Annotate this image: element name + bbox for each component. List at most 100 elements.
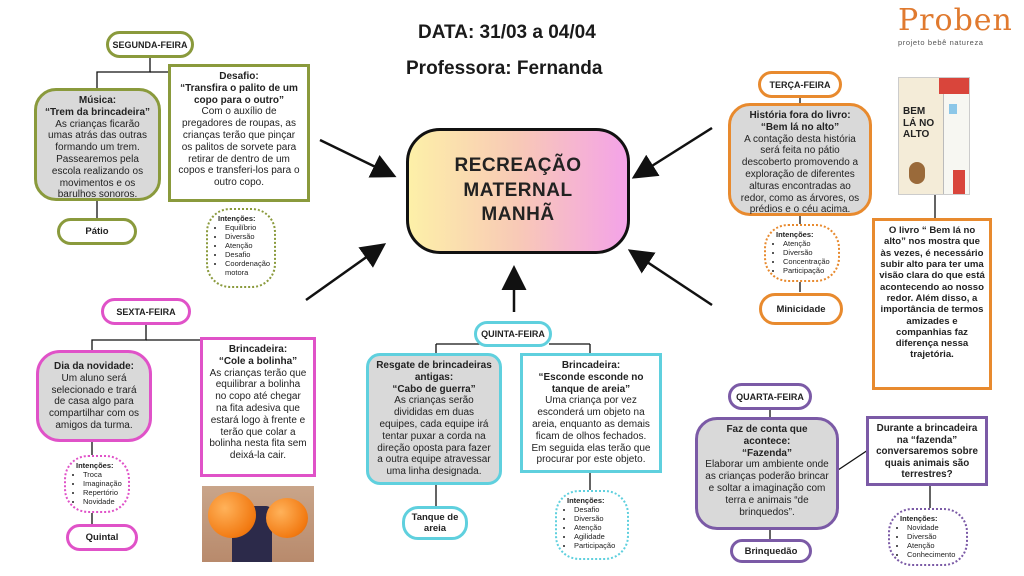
teacher-title: Professora: Fernanda <box>406 58 603 79</box>
intentions-title: Intenções: <box>776 230 814 239</box>
book-door <box>953 170 965 194</box>
intentions-title: Intenções: <box>218 214 256 223</box>
ball-game-title: Brincadeira: <box>228 344 288 355</box>
ball-shape-2 <box>266 498 308 538</box>
intention-item: Atenção <box>907 541 962 550</box>
intention-item: Desafio <box>225 250 270 259</box>
intention-item: Diversão <box>225 232 270 241</box>
intention-item: Diversão <box>574 514 623 523</box>
hide-game-name: “Esconde esconde no tanque de areia” <box>538 371 644 395</box>
segunda-music-card: Música: “Trem da brincadeira” As criança… <box>34 88 161 201</box>
hide-game-title: Brincadeira: <box>561 360 621 371</box>
intention-item: Novidade <box>83 497 124 506</box>
intentions-title: Intenções: <box>76 461 114 470</box>
news-title: Dia da novidade: <box>53 361 134 372</box>
intention-item: Novidade <box>907 523 962 532</box>
ball-game-photo <box>202 486 314 562</box>
intentions-terca: Intenções: Atenção Diversão Concentração… <box>764 224 840 282</box>
arrow-from-sexta <box>305 243 387 302</box>
logo-text: Proben <box>898 3 1013 38</box>
intention-item: Equilíbrio <box>225 223 270 232</box>
date-title: DATA: 31/03 a 04/04 <box>418 22 596 43</box>
day-label-terca: TERÇA-FEIRA <box>758 71 842 98</box>
intention-item: Conhecimento <box>907 550 962 559</box>
sexta-news-card: Dia da novidade: Um aluno será seleciona… <box>36 350 152 442</box>
book-title: BEM LÁ NO ALTO <box>903 106 935 140</box>
book-bear <box>909 162 925 184</box>
day-label-quarta: QUARTA-FEIRA <box>728 383 812 410</box>
connector-segunda <box>96 48 151 90</box>
intention-item: Desafio <box>574 505 623 514</box>
place-segunda: Pátio <box>57 218 137 245</box>
intentions-sexta: Intenções: Troca Imaginação Repertório N… <box>64 455 130 513</box>
story-name: “Bem lá no alto” <box>760 121 840 133</box>
intention-item: Atenção <box>574 523 623 532</box>
book-roof <box>939 78 969 94</box>
story-text: A contação desta história será feita no … <box>740 133 860 216</box>
intention-item: Imaginação <box>83 479 124 488</box>
rescue-name: “Cabo de guerra” <box>392 383 476 395</box>
book-note-text: O livro “ Bem lá no alto” nos mostra que… <box>879 225 985 361</box>
intention-item: Participação <box>783 266 834 275</box>
intention-item: Concentração <box>783 257 834 266</box>
arrow-from-terca <box>631 126 713 179</box>
ball-shape <box>208 492 256 538</box>
book-window <box>949 104 957 114</box>
arrow-from-segunda <box>319 138 397 178</box>
intention-item: Repertório <box>83 488 124 497</box>
story-title: História fora do livro: <box>749 110 851 121</box>
challenge-name: “Transfira o palito de um copo para o ou… <box>180 82 298 106</box>
intentions-quinta: Intenções: Desafio Diversão Atenção Agil… <box>555 490 629 560</box>
place-terca: Minicidade <box>759 293 843 325</box>
terca-book-note: O livro “ Bem lá no alto” nos mostra que… <box>872 218 992 390</box>
sexta-game-card: Brincadeira: “Cole a bolinha” As criança… <box>200 337 316 477</box>
intention-item: Coordenação motora <box>225 259 270 277</box>
intentions-quarta: Intenções: Novidade Diversão Atenção Con… <box>888 508 968 566</box>
quinta-game-card: Brincadeira: “Esconde esconde no tanque … <box>520 353 662 473</box>
arrow-from-quarta <box>627 249 713 307</box>
rescue-title: Resgate de brincadeiras antigas: <box>376 360 492 383</box>
ball-game-text: As crianças terão que equilibrar a bolin… <box>209 367 307 462</box>
day-label-segunda: SEGUNDA-FEIRA <box>106 31 194 58</box>
challenge-title: Desafio: <box>219 71 259 82</box>
farm-text: Elaborar um ambiente onde as crianças po… <box>705 459 829 518</box>
rescue-text: As crianças serão divididas em duas equi… <box>377 395 491 478</box>
logo: Proben projeto bebê natureza <box>898 4 1014 52</box>
quinta-rescue-card: Resgate de brincadeiras antigas: “Cabo d… <box>366 353 502 485</box>
music-name: “Trem da brincadeira” <box>44 106 151 118</box>
ball-game-name: “Cole a bolinha” <box>218 355 298 367</box>
place-quinta: Tanque de areia <box>402 506 468 540</box>
news-text: Um aluno será selecionado e trará de cas… <box>48 372 140 431</box>
center-theme: RECREAÇÃO MATERNAL MANHÃ <box>406 128 630 254</box>
question-text: Durante a brincadeira na “fazenda” conve… <box>876 423 978 481</box>
challenge-text: Com o auxílio de pregadores de roupas, a… <box>178 106 300 189</box>
logo-tagline: projeto bebê natureza <box>898 38 984 47</box>
intention-item: Participação <box>574 541 623 550</box>
book-cover-image: BEM LÁ NO ALTO <box>898 77 970 195</box>
intention-item: Diversão <box>907 532 962 541</box>
center-line-3: MANHÃ <box>481 204 555 226</box>
music-text: As crianças ficarão umas atrás das outra… <box>48 118 147 201</box>
farm-name: “Fazenda” <box>741 447 792 459</box>
center-line-2: MATERNAL <box>463 179 573 201</box>
quarta-farm-card: Faz de conta que acontece: “Fazenda” Ela… <box>695 417 839 530</box>
intention-item: Agilidade <box>574 532 623 541</box>
place-quarta: Brinquedão <box>730 539 812 563</box>
day-label-quinta: QUINTA-FEIRA <box>474 321 552 347</box>
intention-item: Atenção <box>225 241 270 250</box>
place-sexta: Quintal <box>66 524 138 551</box>
intentions-segunda: Intenções: Equilíbrio Diversão Atenção D… <box>206 208 276 288</box>
music-title: Música: <box>78 95 117 106</box>
quarta-question-card: Durante a brincadeira na “fazenda” conve… <box>866 416 988 486</box>
center-line-1: RECREAÇÃO <box>454 154 582 176</box>
farm-title: Faz de conta que acontece: <box>726 424 808 447</box>
hide-game-text: Uma criança por vez esconderá um objeto … <box>531 395 651 466</box>
day-label-sexta: SEXTA-FEIRA <box>101 298 191 325</box>
intention-item: Troca <box>83 470 124 479</box>
terca-story-card: História fora do livro: “Bem lá no alto”… <box>728 103 872 216</box>
segunda-challenge-card: Desafio: “Transfira o palito de um copo … <box>168 64 310 202</box>
intention-item: Diversão <box>783 248 834 257</box>
intentions-title: Intenções: <box>567 496 605 505</box>
intention-item: Atenção <box>783 239 834 248</box>
